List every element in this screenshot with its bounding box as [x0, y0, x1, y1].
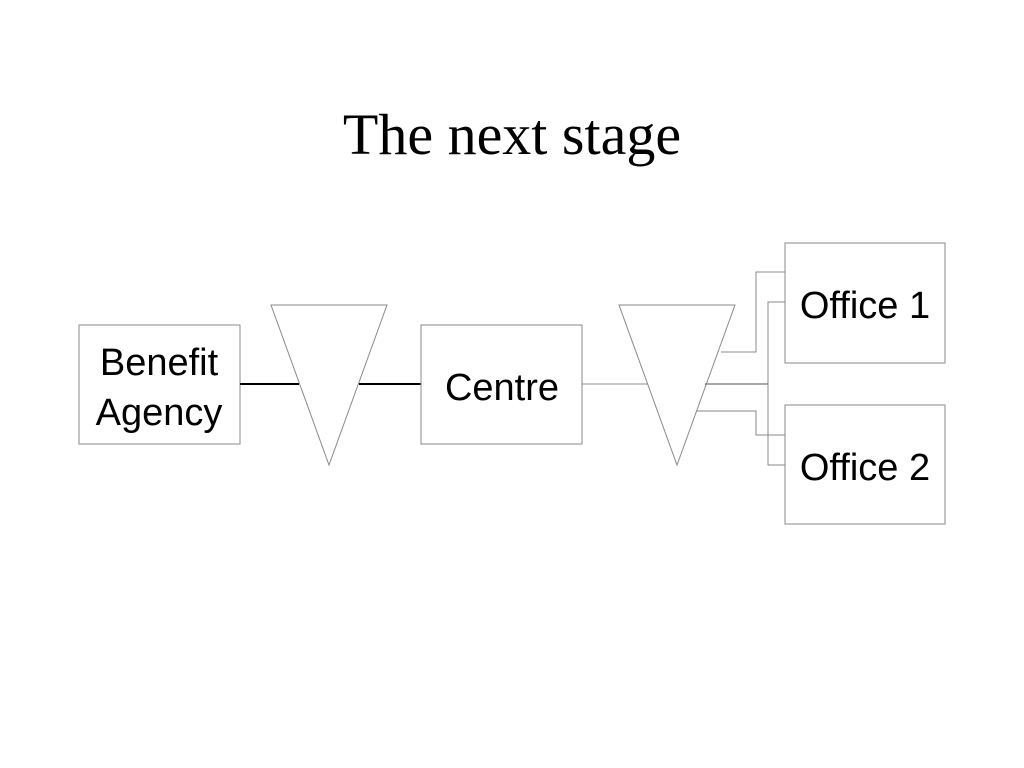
tri1-shape — [270, 304, 388, 467]
centre-box — [420, 324, 583, 445]
slide-title: The next stage — [342, 102, 682, 167]
office1-label: Office 1 — [800, 285, 930, 327]
centre-label: Centre — [445, 367, 559, 409]
benefit-agency-box — [78, 324, 241, 445]
link-tri2-to-office2-b — [697, 410, 785, 436]
link-tri2-to-office2-a — [767, 384, 785, 466]
office2-box — [784, 404, 946, 525]
office1-box — [784, 242, 946, 364]
tri2-shape — [618, 304, 736, 467]
office2-label: Office 2 — [800, 447, 930, 489]
benefit-agency-label-line2: Agency — [96, 392, 223, 434]
link-tri2-to-office1-a — [721, 271, 785, 353]
benefit-agency-label-line1: Benefit — [100, 342, 219, 384]
